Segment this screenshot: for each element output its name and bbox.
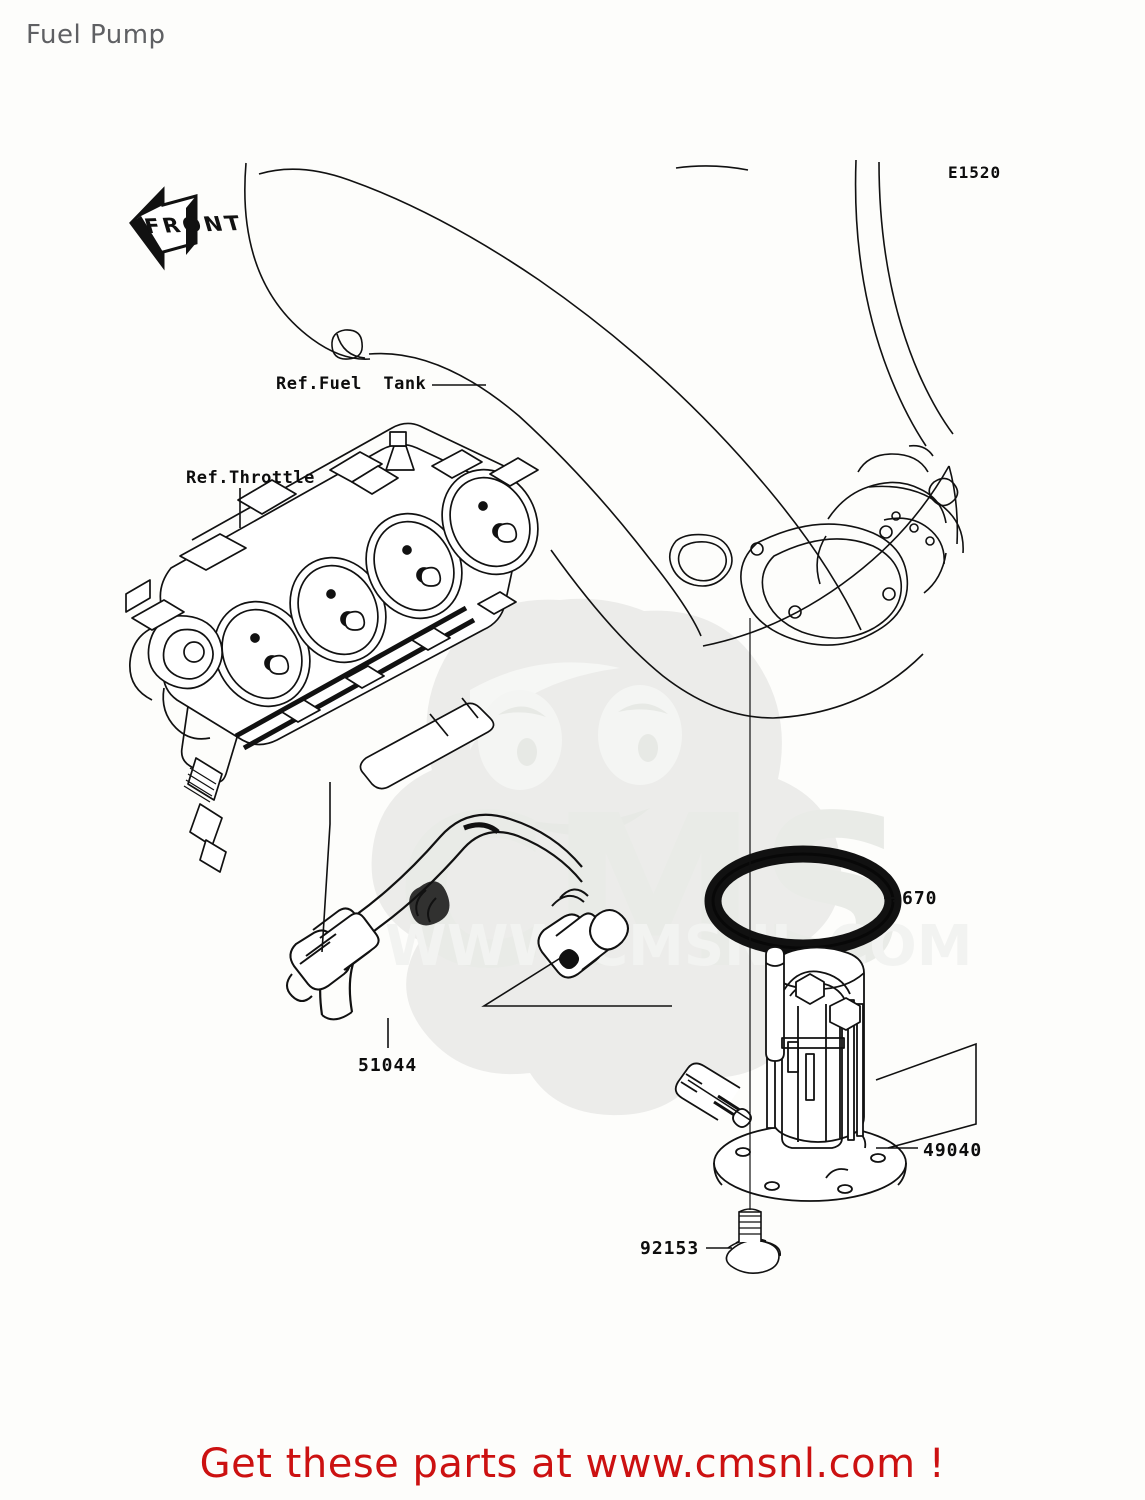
leader-connector: [687, 1079, 751, 1121]
svg-text:FRONT: FRONT: [142, 212, 247, 239]
ref-label-fuel-tank: Ref.Fuel Tank: [276, 374, 427, 394]
flange-bolt: [725, 1208, 782, 1274]
ref-label-throttle: Ref.Throttle: [186, 468, 315, 488]
leader-hose-right: [481, 951, 672, 1007]
part-callout-51044[interactable]: 51044: [358, 1055, 418, 1076]
fuel-pump-assembly: [674, 946, 907, 1202]
front-arrow-icon: FRONT: [129, 186, 247, 271]
watermark: CMS WWW.CMSNL.COM: [371, 598, 972, 1116]
page-title: Fuel Pump: [26, 20, 166, 50]
fuel-tank-outline: [244, 159, 964, 719]
footer-promo-text: Get these parts at www.cmsnl.com !: [199, 1441, 946, 1487]
diagram-code-label: E1520: [948, 163, 1002, 182]
leader-pump-right: [875, 1042, 977, 1149]
part-callout-92153[interactable]: 92153: [640, 1238, 700, 1259]
part-callout-49040[interactable]: 49040: [923, 1140, 983, 1161]
part-callout-670[interactable]: 670: [902, 888, 938, 909]
leader-lines: [239, 384, 977, 1249]
throttle-body-assembly: [125, 422, 539, 873]
leader-hose-left: [321, 782, 331, 953]
